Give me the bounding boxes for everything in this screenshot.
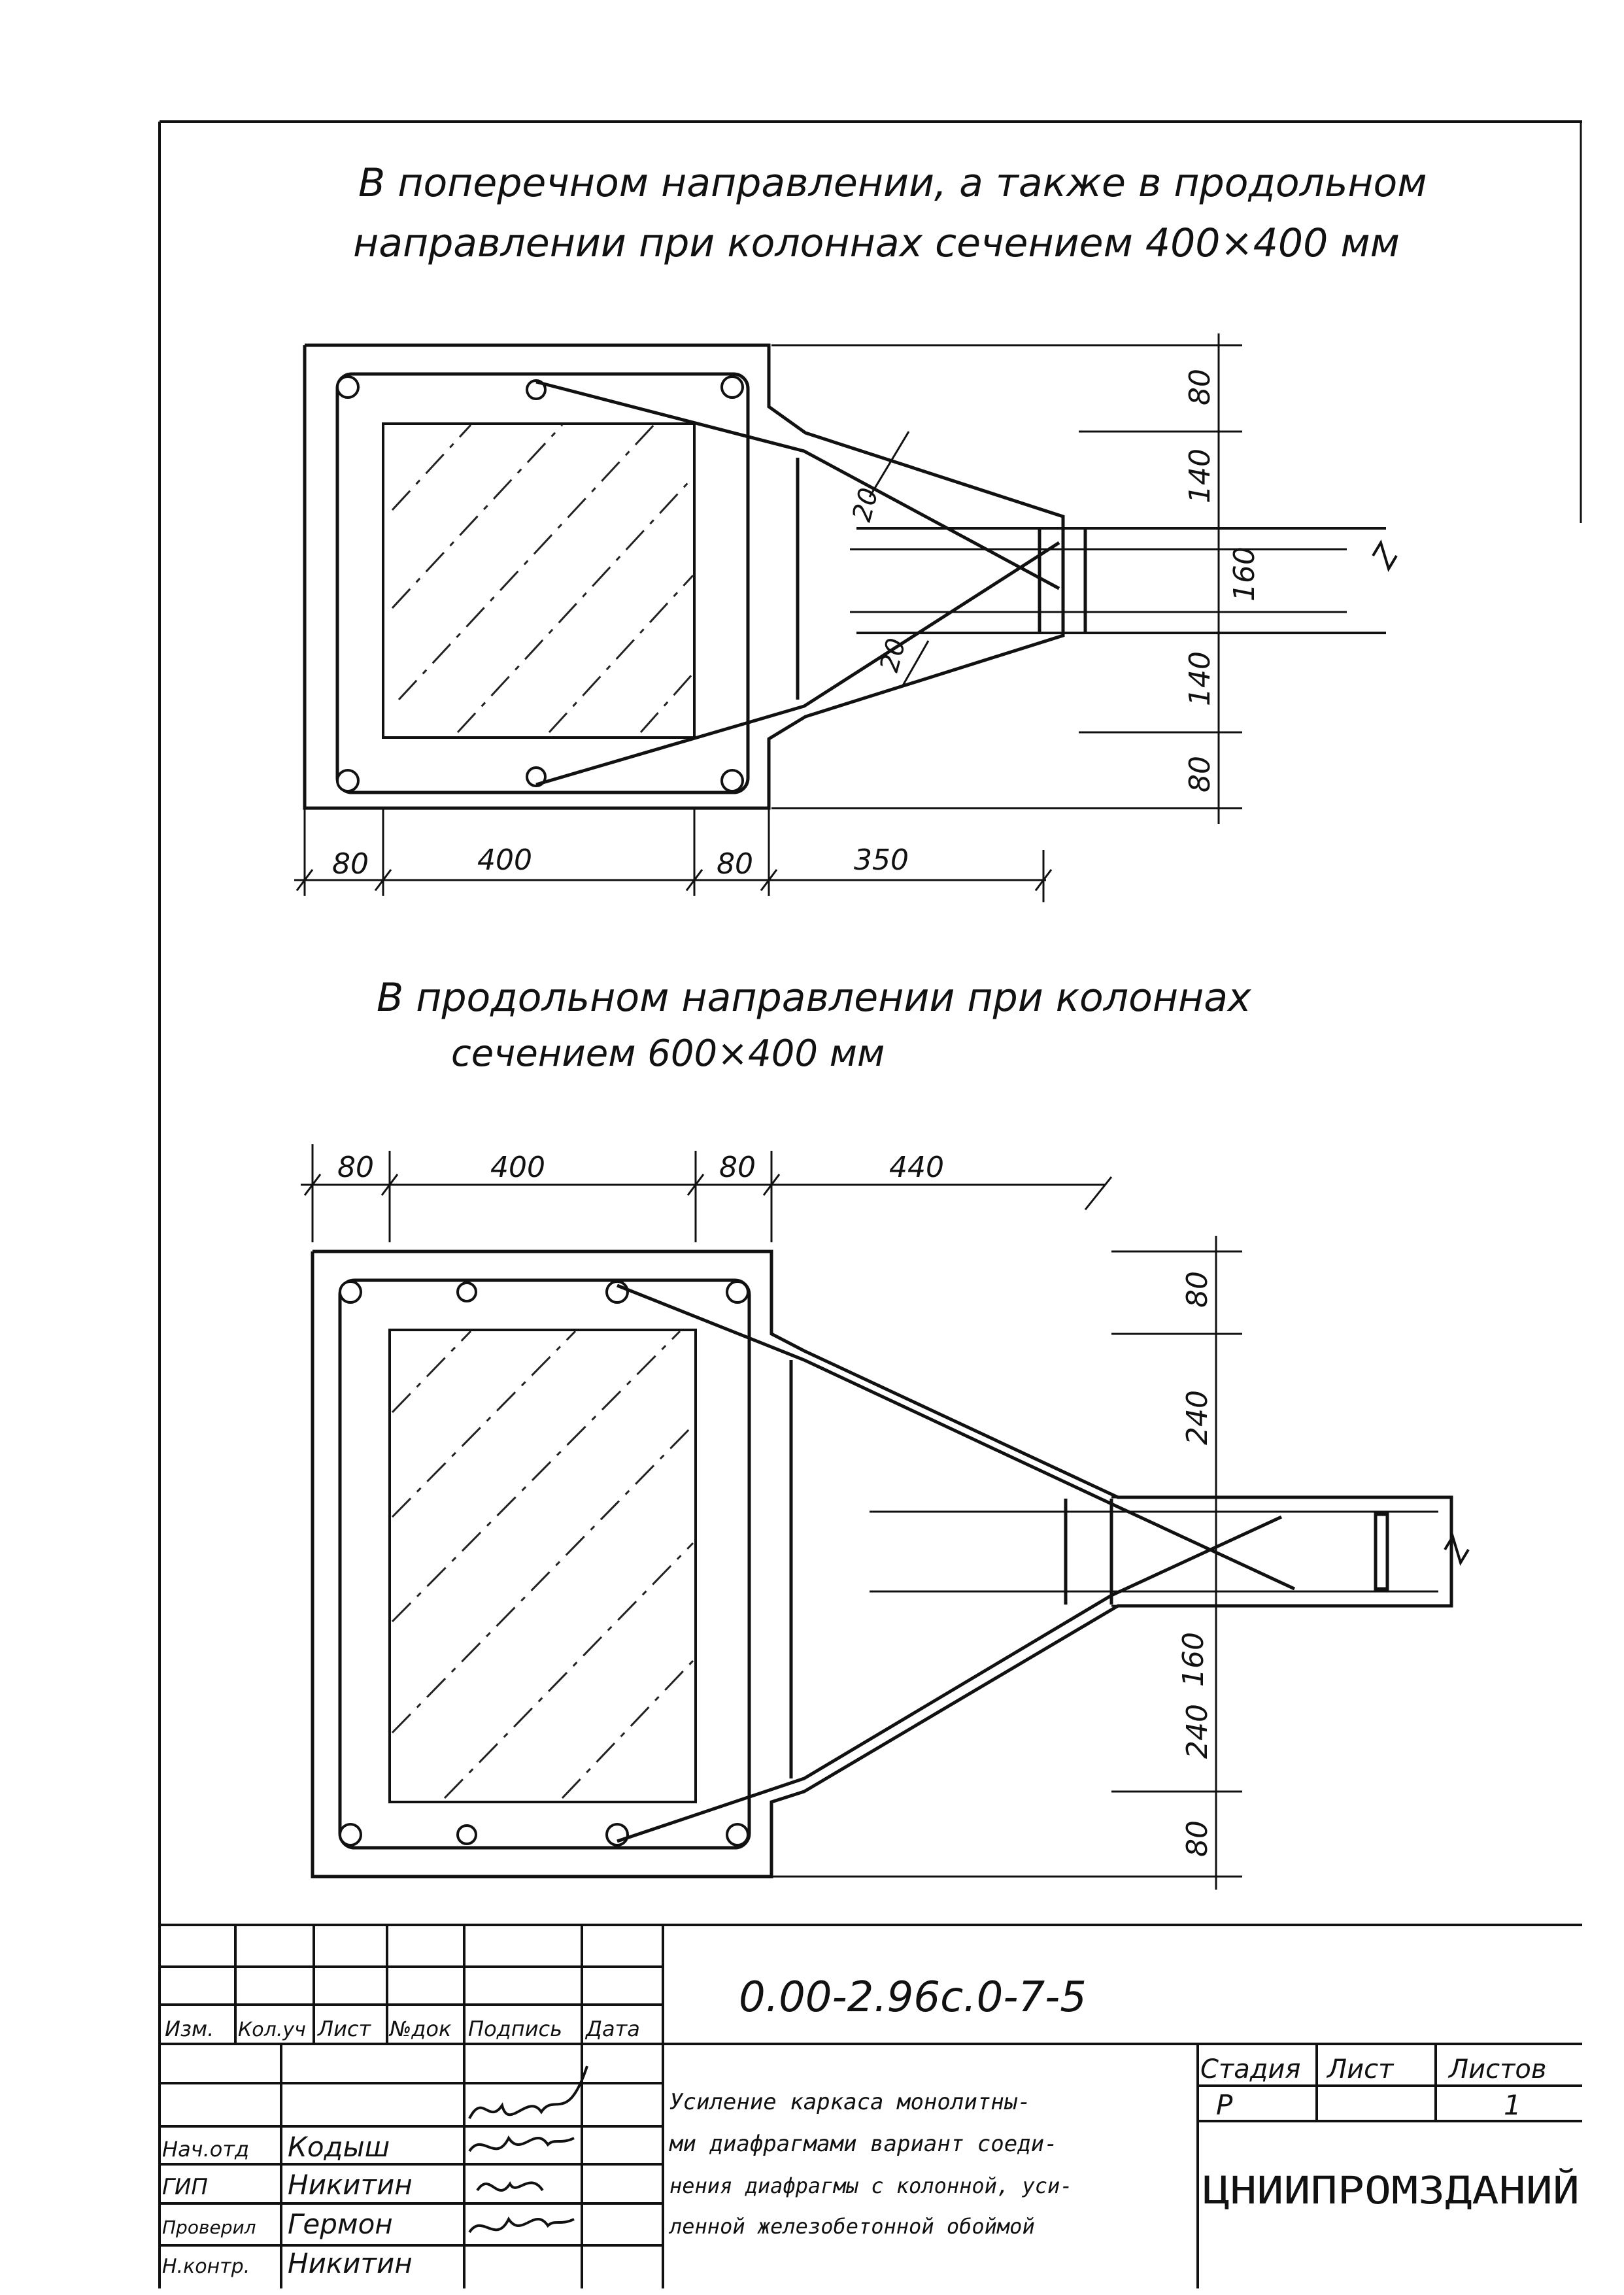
doc-code: 0.00-2.96с.0-7-5 <box>739 1973 1087 2022</box>
section2-column <box>388 1329 697 1803</box>
s1-dim-r3: 140 <box>1183 651 1217 706</box>
s2-dim-r3: 240 <box>1181 1704 1214 1759</box>
rebar-dot <box>526 766 547 787</box>
rebar-dot <box>720 375 744 399</box>
tb-name-3: Никитин <box>288 2247 413 2279</box>
rebar-dot <box>726 1280 749 1304</box>
rebar-dot <box>526 379 547 400</box>
rebar-dot <box>605 1823 629 1846</box>
tb-organization: ЦНИИПРОМЗДАНИЙ <box>1203 2168 1580 2213</box>
tb-role-3: Н.контр. <box>162 2255 250 2278</box>
rebar-dot <box>336 769 360 792</box>
s1-dim-b0: 80 <box>332 847 369 881</box>
rebar-dot <box>605 1280 629 1304</box>
s2-dim-r1: 240 <box>1181 1390 1214 1445</box>
rebar-dot <box>726 1823 749 1846</box>
s1-dim-r0: 80 <box>1183 369 1217 405</box>
tb-name-1: Никитин <box>288 2169 413 2201</box>
tb-stage-label: Стадия <box>1200 2054 1300 2084</box>
s1-dim-r1: 140 <box>1183 449 1217 503</box>
tb-sheets-label: Листов <box>1447 2054 1546 2084</box>
tb-header-1: Кол.уч <box>238 2018 306 2041</box>
tb-name-2: Гермон <box>288 2208 393 2240</box>
section1-title: В поперечном направлении, а также в прод… <box>353 160 1427 266</box>
section2-title-line1: В продольном направлении при колоннах <box>377 975 1251 1021</box>
section2-plan <box>311 1250 1470 1878</box>
tb-role-0: Нач.отд <box>162 2137 249 2162</box>
rebar-dot <box>456 1824 477 1845</box>
rebar-dot <box>336 375 360 399</box>
rebar-dot <box>339 1823 362 1846</box>
s2-dim-t1: 400 <box>490 1151 545 1184</box>
s2-dim-t3: 440 <box>889 1151 944 1184</box>
tb-name-0: Кодыш <box>288 2131 390 2163</box>
tb-stage-value: Р <box>1216 2089 1233 2121</box>
tb-header-2: Лист <box>317 2016 371 2041</box>
section2-column-hatch <box>391 1330 694 1799</box>
tb-desc-2: нения диафрагмы с колонной, уси- <box>669 2173 1073 2198</box>
tb-header-0: Изм. <box>165 2016 214 2041</box>
rebar-dot <box>720 769 744 792</box>
tb-role-1: ГИП <box>162 2174 208 2200</box>
s1-dim-r4: 80 <box>1183 756 1217 792</box>
s1-dim-b1: 400 <box>477 843 532 877</box>
rebar-dot <box>339 1280 362 1304</box>
section2-title: В продольном направлении при колоннах се… <box>377 975 1251 1075</box>
tb-desc-1: ми диафрагмами вариант соеди- <box>669 2131 1058 2157</box>
s1-dim-b3: 350 <box>854 843 909 877</box>
section1-column <box>382 422 696 739</box>
title-block: Изм. Кол.уч Лист №док Подпись Дата Нач.о… <box>160 1924 1582 2288</box>
tb-sheet-label: Лист <box>1326 2054 1395 2084</box>
sheet-frame <box>158 120 1582 2288</box>
section1-dims-right: 80 140 160 140 80 <box>771 333 1261 824</box>
tb-sheet-value: 1 <box>1504 2089 1521 2121</box>
tb-desc-3: ленной железобетонной обоймой <box>668 2214 1035 2239</box>
tb-role-2: Проверил <box>162 2217 256 2238</box>
section1-title-line2: направлении при колоннах сечением 400×40… <box>353 220 1400 266</box>
tb-header-4: Подпись <box>468 2016 562 2041</box>
section1-plan: 20 20 <box>303 343 1398 810</box>
section1-dims-bottom: 80 400 80 350 <box>294 808 1053 902</box>
s2-dim-r2: 160 <box>1177 1632 1210 1687</box>
section1-column-hatch <box>391 424 694 734</box>
s2-dim-t0: 80 <box>337 1151 374 1184</box>
tb-header-5: Дата <box>584 2016 640 2041</box>
tb-desc-0: Усиление каркаса монолитны- <box>669 2089 1031 2115</box>
s2-dim-r0: 80 <box>1181 1271 1214 1308</box>
rebar-dot <box>456 1282 477 1302</box>
section1-title-line1: В поперечном направлении, а также в прод… <box>358 160 1427 206</box>
s2-dim-t2: 80 <box>719 1151 756 1184</box>
section2-title-line2: сечением 600×400 мм <box>451 1032 885 1075</box>
tb-header-3: №док <box>388 2016 452 2041</box>
section2-dims-top: 80 400 80 440 <box>301 1144 1113 1242</box>
signatures <box>468 2066 588 2234</box>
s1-dim-r2: 160 <box>1228 547 1261 602</box>
s2-dim-r4: 80 <box>1181 1820 1214 1857</box>
section2-dims-right: 80 240 160 240 80 <box>771 1236 1242 1890</box>
s1-dim-b2: 80 <box>717 847 753 881</box>
